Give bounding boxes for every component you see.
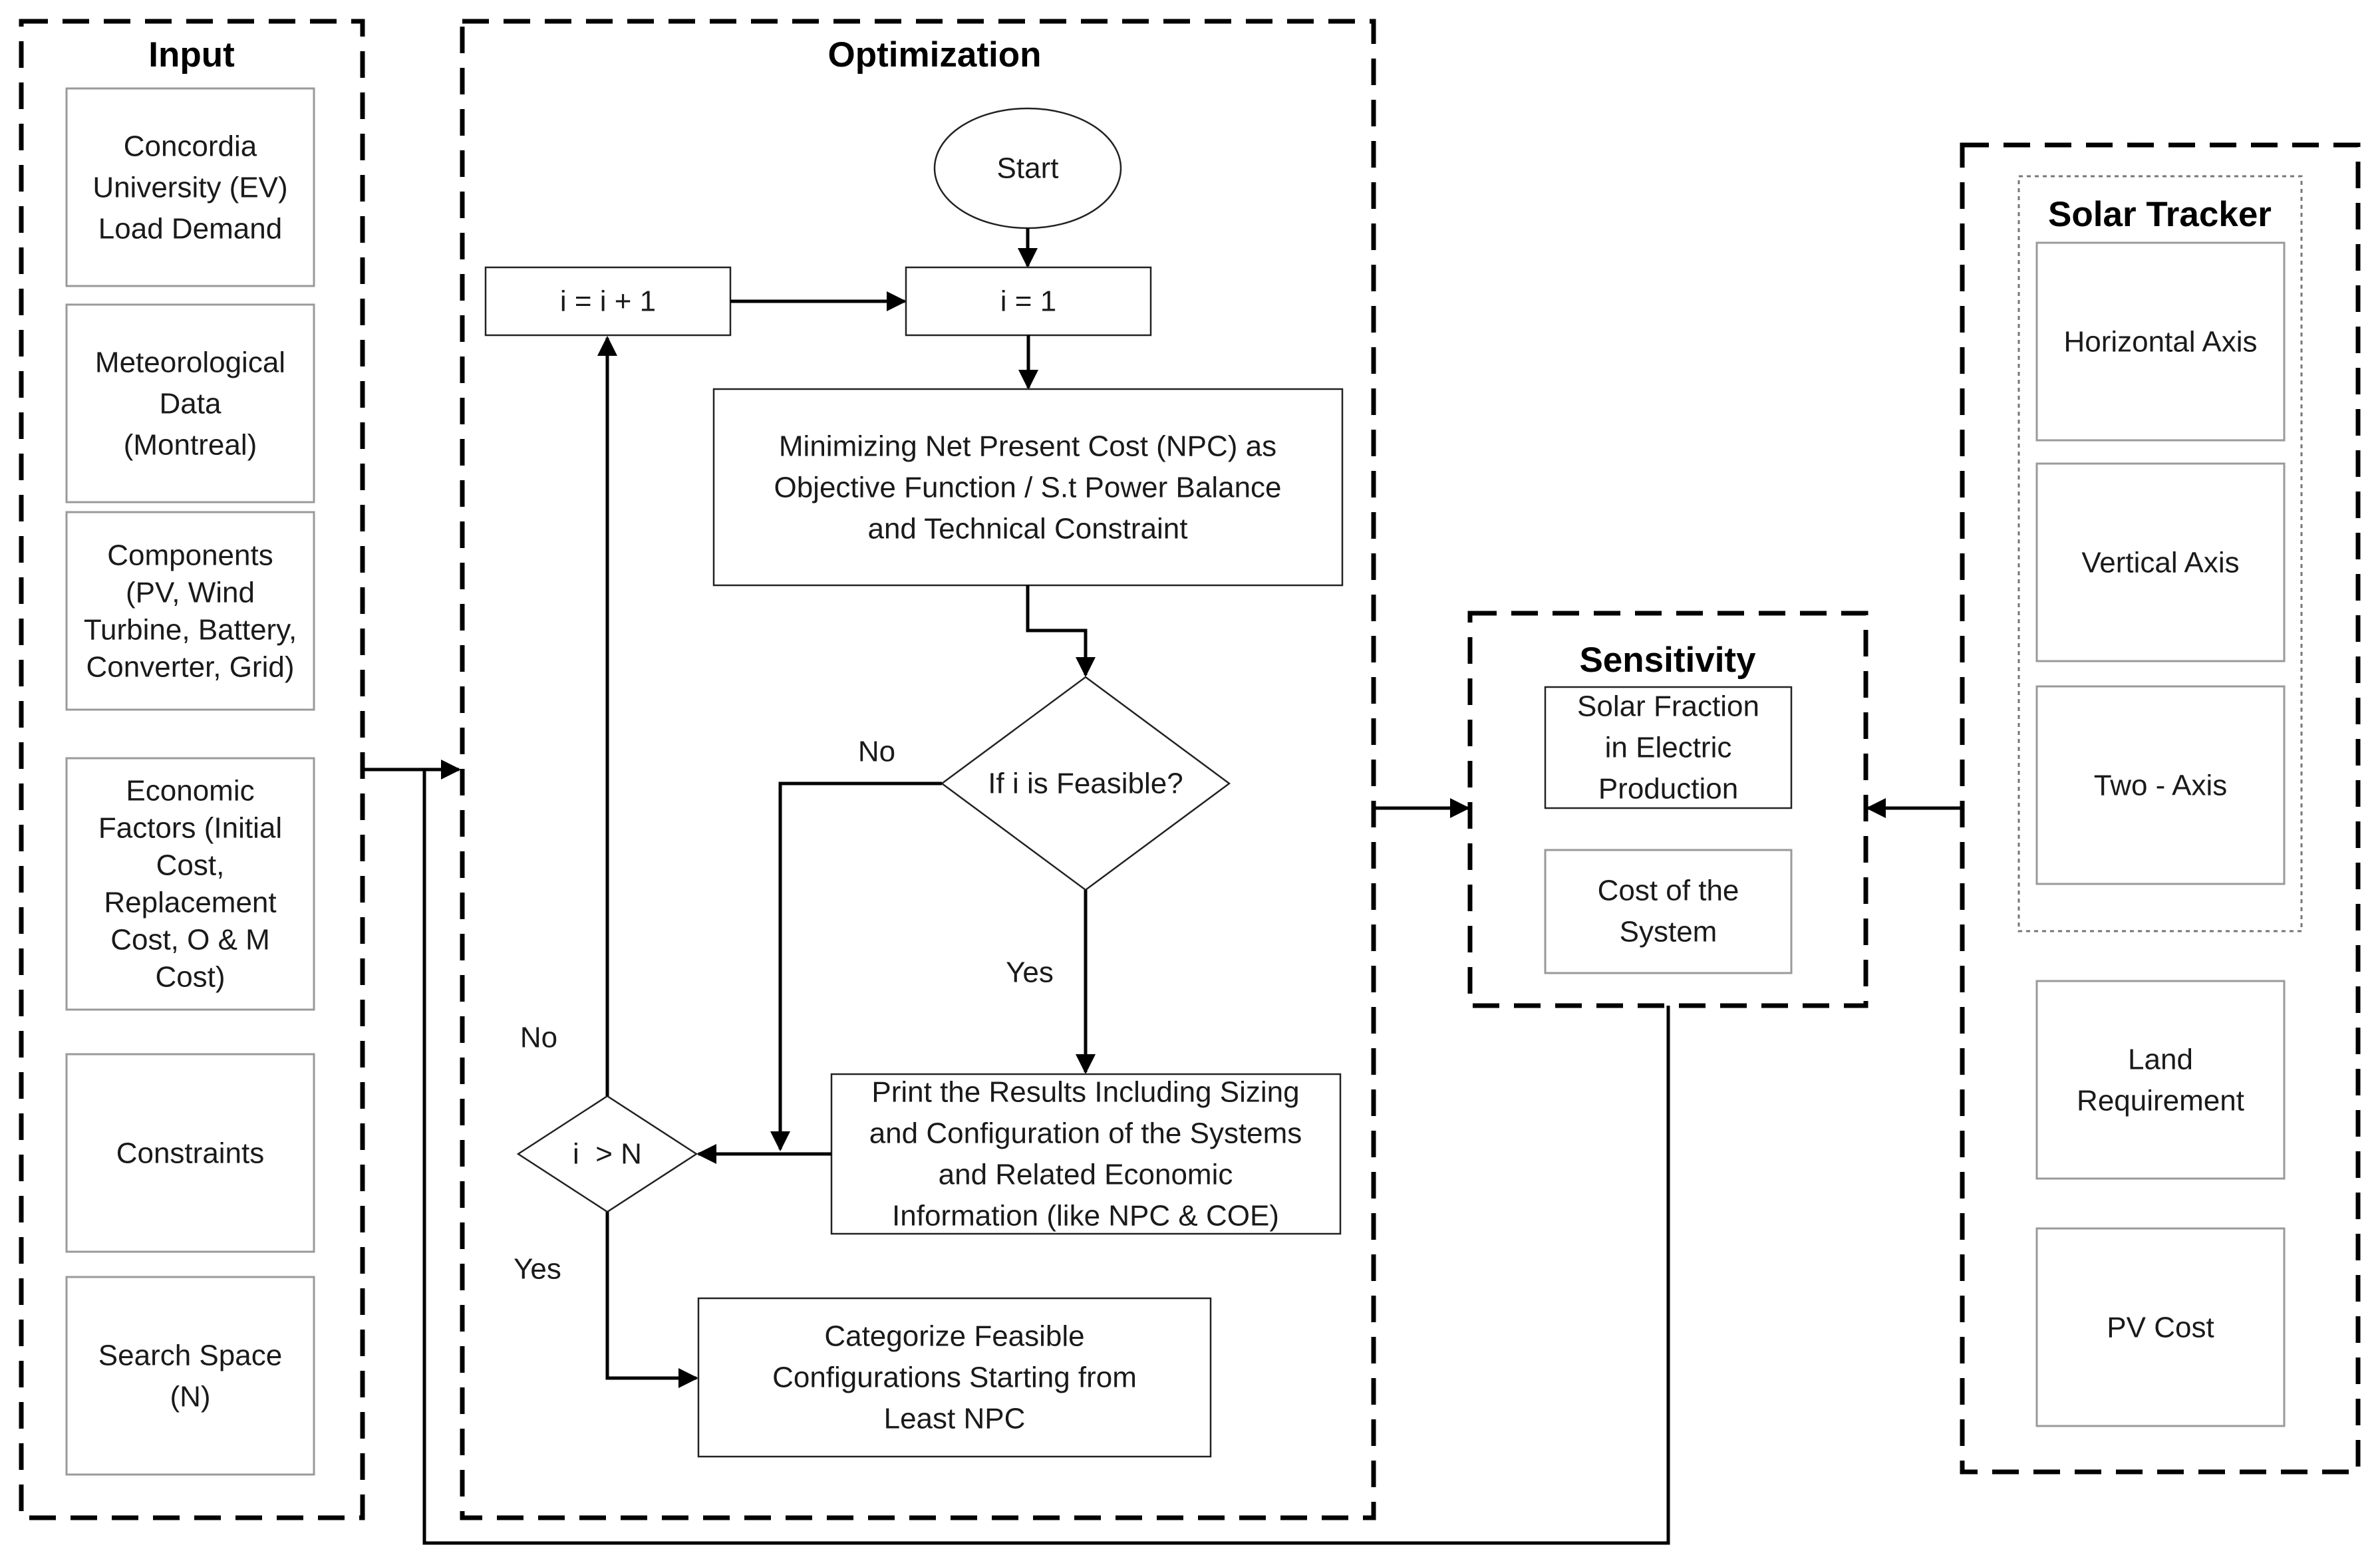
label-line: Converter, Grid) xyxy=(86,651,295,684)
label-line: (PV, Wind xyxy=(126,577,255,609)
label-line: Factors (Initial xyxy=(98,812,282,845)
label-line: Two - Axis xyxy=(2094,770,2228,802)
sensitivity-title: Sensitivity xyxy=(1579,640,1756,680)
label-line: Information (like NPC & COE) xyxy=(892,1200,1279,1232)
label-line: Meteorological xyxy=(95,347,285,379)
loop-yes-label: Yes xyxy=(514,1253,561,1286)
categorize-box xyxy=(697,1297,1212,1458)
label-line: PV Cost xyxy=(2107,1312,2214,1344)
label-line: System xyxy=(1620,916,1717,948)
loop-decision-label: i > N xyxy=(573,1138,642,1171)
tracker-box-vertical-axis xyxy=(2035,462,2286,662)
arrow-objective-to-feasible xyxy=(1026,585,1096,677)
increment-box xyxy=(484,266,732,337)
label-line: Production xyxy=(1598,773,1738,805)
input-box-meteorological-data xyxy=(65,303,315,503)
print-results-label: Print the Results Including Sizing and Co… xyxy=(869,1076,1302,1232)
label-line: Print the Results Including Sizing xyxy=(871,1076,1299,1109)
label-line: Turbine, Battery, xyxy=(84,614,297,646)
label-line: (N) xyxy=(170,1381,210,1413)
optimization-title: Optimization xyxy=(828,35,1042,74)
label-line: Replacement xyxy=(104,887,276,919)
input-box-components xyxy=(65,511,315,711)
input-box-economic-factors xyxy=(65,757,315,1011)
tracker-box-two-axis-label: Two - Axis xyxy=(2094,770,2228,802)
feasible-no-label: No xyxy=(858,736,895,768)
input-box-load-demand xyxy=(65,87,315,287)
start-label: Start xyxy=(997,152,1059,185)
optimization-group-frame xyxy=(460,19,1376,1520)
pv-cost-box xyxy=(2035,1227,2286,1427)
label-line: Cost) xyxy=(155,961,225,994)
label-line: in Electric xyxy=(1605,732,1732,764)
print-results-box xyxy=(830,1073,1342,1235)
label-line: Concordia xyxy=(124,130,257,163)
tracker-box-two-axis xyxy=(2035,685,2286,885)
label-line: Cost, xyxy=(156,849,225,882)
arrow-loop-yes xyxy=(605,1212,698,1388)
solar-tracker-title: Solar Tracker xyxy=(2048,195,2272,234)
input-box-constraints-label: Constraints xyxy=(116,1137,265,1170)
label-line: Data xyxy=(160,388,222,420)
label-line: Cost of the xyxy=(1598,875,1739,907)
feedback-line xyxy=(422,770,1670,1545)
label-line: Categorize Feasible xyxy=(824,1320,1084,1353)
tracker-box-horizontal-axis-label: Horizontal Axis xyxy=(2063,326,2257,358)
input-title: Input xyxy=(148,35,235,74)
init-label: i = 1 xyxy=(1000,285,1056,318)
label-line: Cost, O & M xyxy=(110,924,270,956)
label-line: Search Space xyxy=(98,1340,282,1372)
label-line: Components xyxy=(107,539,273,572)
input-box-constraints xyxy=(65,1053,315,1253)
pv-cost-label: PV Cost xyxy=(2107,1312,2214,1344)
label-line: Objective Function / S.t Power Balance xyxy=(774,472,1281,504)
input-box-search-space xyxy=(65,1276,315,1476)
label-line: and Technical Constraint xyxy=(867,513,1187,545)
label-line: Horizontal Axis xyxy=(2063,326,2257,358)
label-line: Economic xyxy=(126,775,254,807)
label-line: Minimizing Net Present Cost (NPC) as xyxy=(779,430,1276,463)
label-line: Least NPC xyxy=(884,1403,1026,1435)
label-line: Land xyxy=(2128,1044,2193,1076)
objective-box xyxy=(712,388,1344,587)
label-line: Load Demand xyxy=(98,213,282,245)
label-line: Solar Fraction xyxy=(1577,690,1759,723)
objective-label: Minimizing Net Present Cost (NPC) as Obje… xyxy=(774,430,1281,545)
tracker-box-vertical-axis-label: Vertical Axis xyxy=(2081,547,2239,579)
feasible-decision-label: If i is Feasible? xyxy=(988,768,1183,800)
arrow-feasible-no xyxy=(770,781,942,1151)
label-line: and Related Economic xyxy=(939,1159,1233,1191)
land-requirement-box xyxy=(2035,980,2286,1180)
tracker-box-horizontal-axis xyxy=(2035,241,2286,442)
input-box-search-space-label: Search Space (N) xyxy=(98,1340,282,1413)
sensitivity-box-system-cost xyxy=(1544,849,1793,974)
feasible-yes-label: Yes xyxy=(1006,956,1054,989)
init-box xyxy=(905,266,1152,337)
loop-no-label: No xyxy=(520,1022,557,1054)
increment-label: i = i + 1 xyxy=(560,285,656,318)
label-line: Constraints xyxy=(116,1137,265,1170)
label-line: Configurations Starting from xyxy=(772,1361,1137,1394)
label-line: (Montreal) xyxy=(124,429,257,462)
label-line: Requirement xyxy=(2077,1085,2244,1117)
sensitivity-box-solar-fraction xyxy=(1544,686,1793,809)
label-line: Vertical Axis xyxy=(2081,547,2239,579)
label-line: University (EV) xyxy=(92,172,287,204)
label-line: and Configuration of the Systems xyxy=(869,1117,1302,1150)
